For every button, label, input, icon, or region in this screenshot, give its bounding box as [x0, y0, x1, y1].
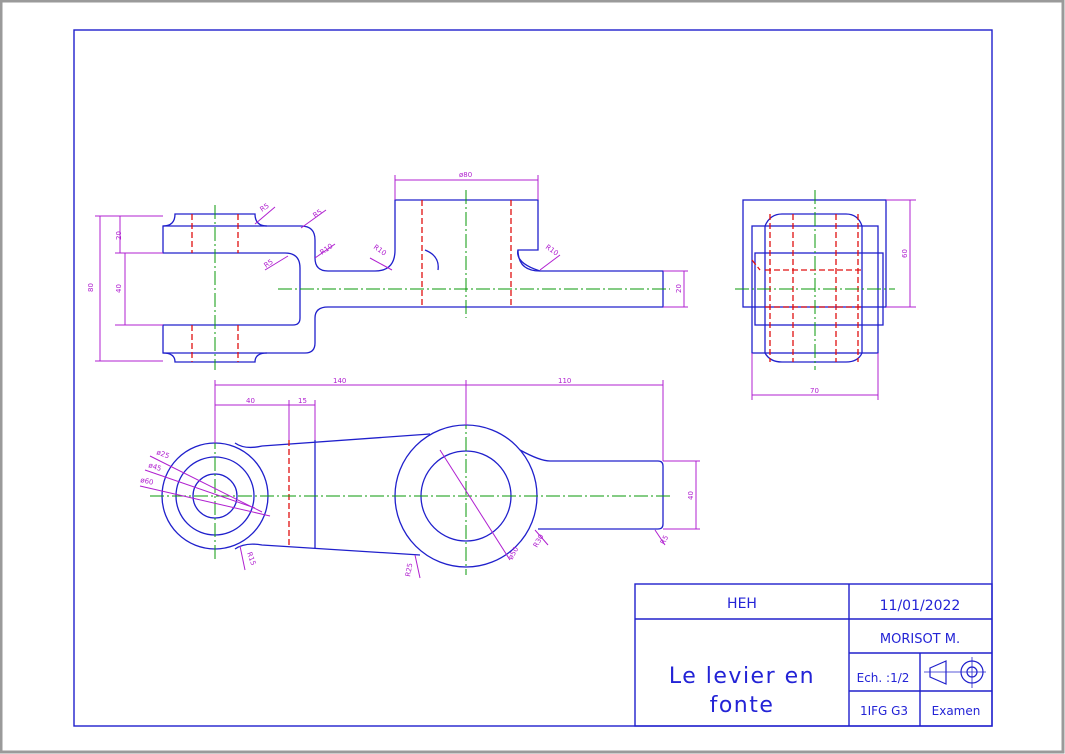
dim-top-arm-width: 40	[687, 491, 695, 500]
dim-front-arm-height: 20	[675, 284, 683, 293]
projection-method-icon	[924, 657, 986, 688]
dim-side-height: 60	[901, 249, 909, 258]
dim-top-d-mid-small: ø45	[147, 461, 162, 473]
dim-top-d-outer-small: ø60	[140, 476, 155, 487]
dim-front-total-height: 80	[87, 283, 95, 292]
title-school: HEH	[727, 596, 757, 612]
dim-front-r-fork-inner: R5	[263, 258, 275, 270]
drawing-title-line-1: Le levier en	[669, 664, 815, 689]
title-class-group: 1IFG G3	[860, 704, 908, 718]
dim-top-len-140: 140	[333, 377, 346, 385]
drawing-frame	[73, 29, 993, 727]
title-author: MORISOT M.	[880, 632, 960, 647]
dim-side-width: 70	[810, 387, 819, 395]
dim-front-fork-top: 20	[115, 231, 123, 240]
drawing-title-line-2: fonte	[710, 693, 775, 718]
title-document-type: Examen	[932, 704, 981, 718]
dim-top-r-end: R5	[659, 534, 671, 546]
title-date: 11/01/2022	[880, 598, 961, 614]
dim-top-len-40: 40	[246, 397, 255, 405]
dim-top-len-110: 110	[558, 377, 571, 385]
title-scale: Ech. :1/2	[857, 671, 910, 685]
dim-front-fork-gap: 40	[115, 284, 123, 293]
dim-front-r-fork-2: R5	[312, 208, 324, 220]
dim-top-r-big-1: R25	[404, 562, 414, 577]
title-block	[634, 583, 993, 727]
dim-front-r-fork-1: R5	[259, 202, 271, 214]
top-view: 140 110 40 15 ø25 ø45 ø60 40 R15 R25 ø50…	[140, 377, 700, 579]
dim-front-boss-diameter: ø80	[459, 171, 472, 179]
side-view: 60 70	[735, 190, 916, 400]
dim-top-len-15: 15	[298, 397, 307, 405]
